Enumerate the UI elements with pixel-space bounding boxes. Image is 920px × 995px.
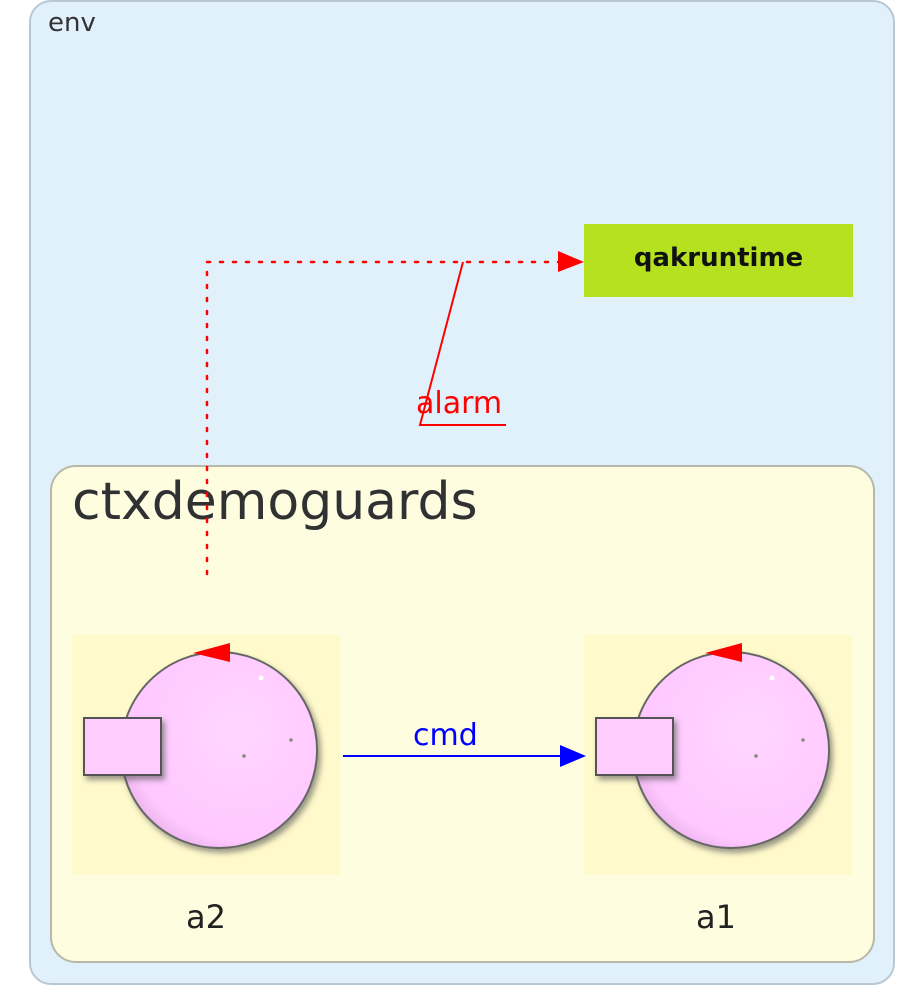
cmd-edge-label: cmd [413, 718, 478, 753]
alarm-edge [205, 260, 562, 576]
actor-a1-icon [595, 643, 830, 849]
ctxdemoguards-context-label: ctxdemoguards [72, 472, 478, 532]
alarm-edge-arrowhead [558, 251, 584, 272]
qakruntime-node[interactable]: qakruntime [584, 224, 853, 297]
env-context-label: env [48, 8, 96, 38]
actor-a2-label: a2 [186, 898, 226, 936]
alarm-label-leader [418, 261, 506, 426]
cmd-edge-arrowhead [560, 745, 586, 767]
qakruntime-label: qakruntime [633, 242, 804, 273]
actor-a2-icon [83, 643, 318, 849]
actor-a1-label: a1 [696, 898, 736, 936]
alarm-edge-label: alarm [416, 386, 503, 421]
